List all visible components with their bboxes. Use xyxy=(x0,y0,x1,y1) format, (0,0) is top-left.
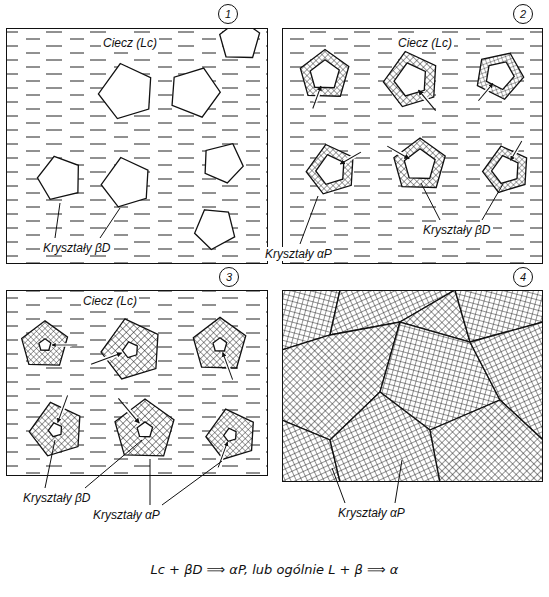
phase-label: Ciecz (Lc) xyxy=(81,294,139,308)
phase-label: Kryształy αP xyxy=(263,247,334,261)
leader-lines xyxy=(300,183,503,244)
stage-number: 3 xyxy=(219,267,239,287)
stage-3-figure xyxy=(6,290,268,476)
stage-panel: 2Ciecz (Lc)Kryształy βDKryształy αP xyxy=(282,28,543,264)
phase-label: Kryształy βD xyxy=(41,241,113,255)
stage-panel: 1Ciecz (Lc)Kryształy βD xyxy=(6,28,268,264)
stage-2-figure xyxy=(282,28,543,264)
stage-panel: 3Ciecz (Lc)Kryształy βDKryształy αP xyxy=(6,290,268,476)
phase-label: Ciecz (Lc) xyxy=(396,36,454,50)
stage-1-figure xyxy=(6,28,268,264)
stage-number: 1 xyxy=(218,4,238,24)
phase-label: Kryształy αP xyxy=(91,508,162,522)
leader-lines xyxy=(55,203,120,238)
stage-number: 2 xyxy=(513,4,533,24)
stage-4-figure xyxy=(282,290,543,482)
phase-label: Kryształy αP xyxy=(336,506,407,520)
phase-label: Ciecz (Lc) xyxy=(101,36,159,50)
phase-label: Kryształy βD xyxy=(21,491,93,505)
stage-panel: 4Kryształy αP xyxy=(282,290,543,482)
stage-number: 4 xyxy=(513,267,533,287)
figure-caption: Lc + βD ⟹ αP, lub ogólnie L + β ⟹ α xyxy=(0,562,549,577)
phase-label: Kryształy βD xyxy=(421,223,493,237)
